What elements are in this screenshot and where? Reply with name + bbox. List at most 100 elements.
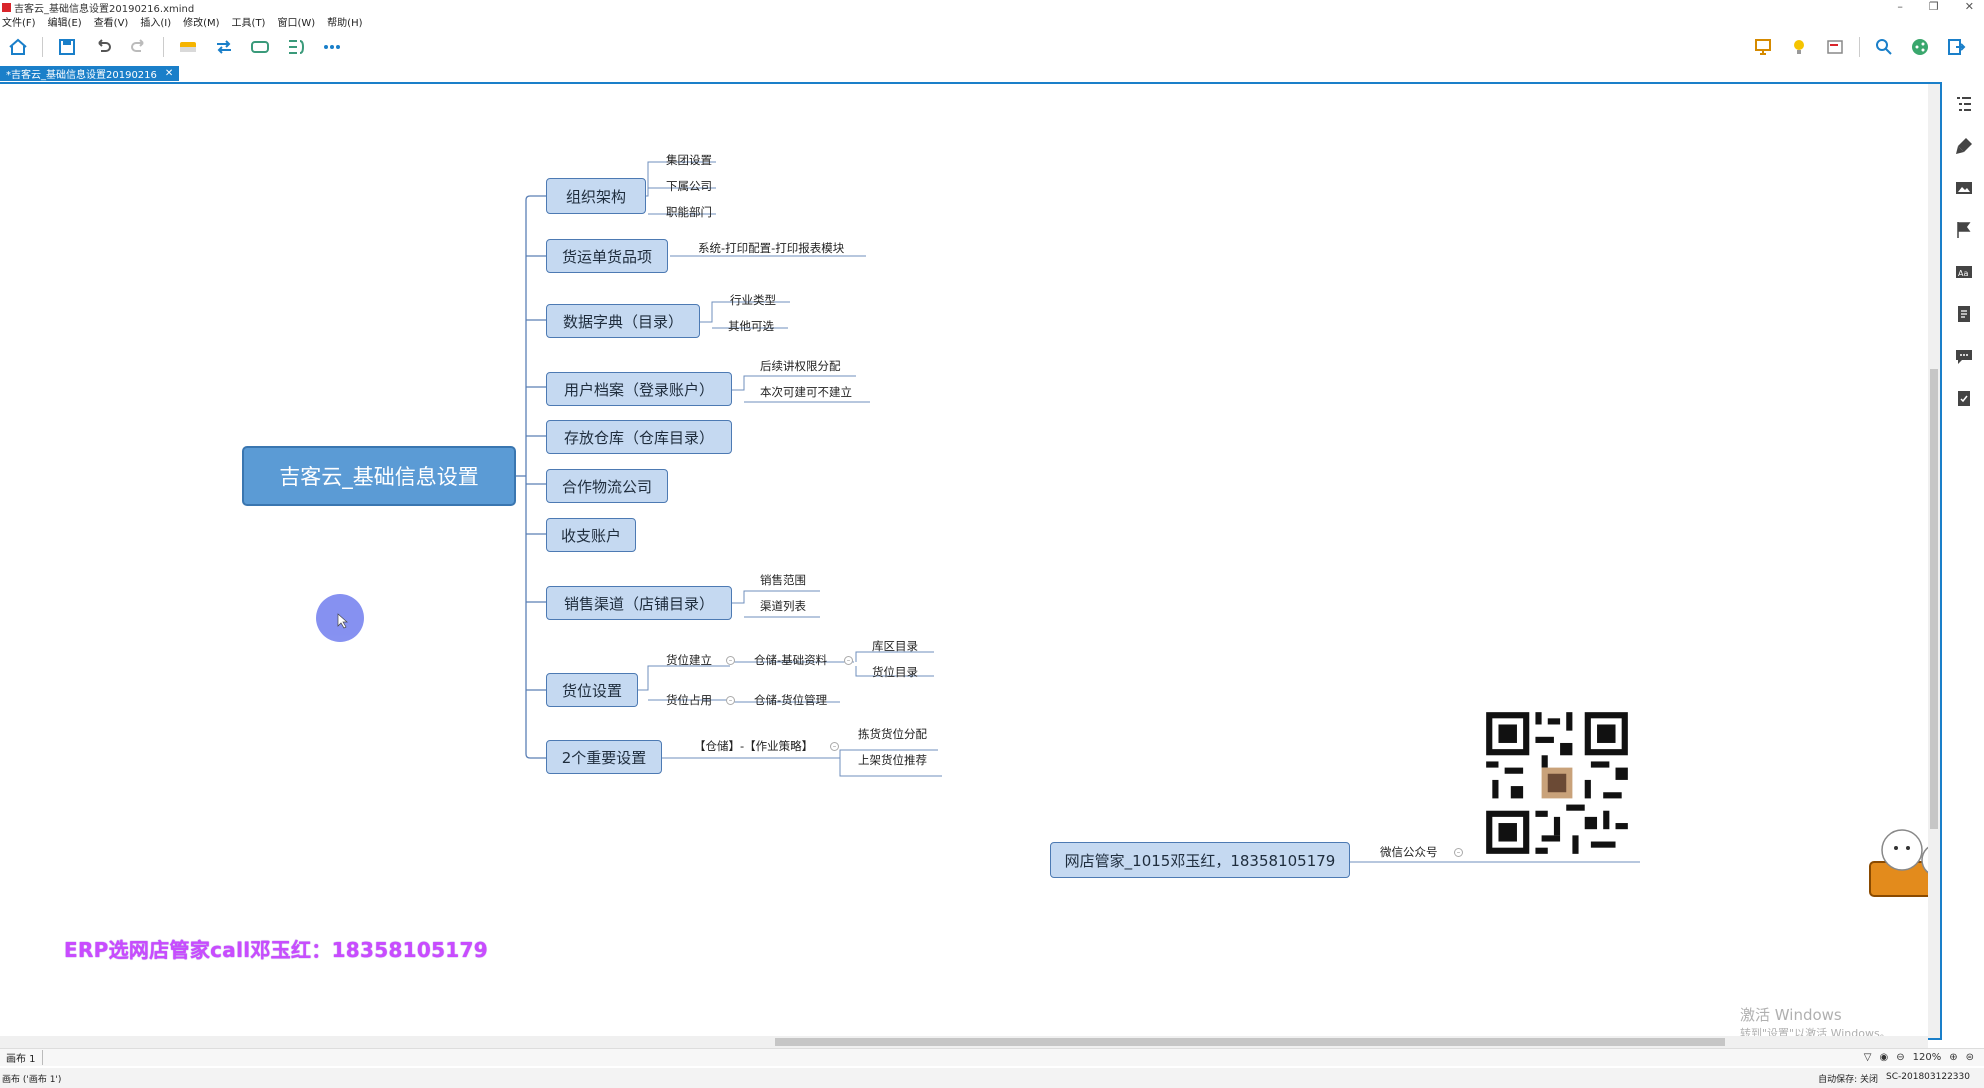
gantt-button[interactable] bbox=[1821, 33, 1849, 61]
subtopic-strategy[interactable]: 【仓储】-【作业策略】 bbox=[694, 739, 814, 753]
menu-file[interactable]: 文件(F) bbox=[2, 18, 36, 29]
topic-payment-accounts[interactable]: 收支账户 bbox=[546, 518, 636, 552]
subtopic-location-occupy[interactable]: 货位占用 bbox=[666, 693, 712, 707]
save-button[interactable] bbox=[53, 33, 81, 61]
share-icon bbox=[1912, 39, 1928, 55]
vertical-scroll-thumb[interactable] bbox=[1930, 369, 1938, 829]
menu-modify[interactable]: 修改(M) bbox=[183, 18, 220, 29]
more-button[interactable] bbox=[318, 33, 346, 61]
subtopic-sales-scope[interactable]: 销售范围 bbox=[760, 573, 806, 587]
document-tab[interactable]: *吉客云_基础信息设置20190216 ✕ bbox=[0, 66, 180, 81]
collapse-icon[interactable]: – bbox=[726, 696, 735, 705]
subtopic-other-options[interactable]: 其他可选 bbox=[728, 319, 774, 333]
topic-user-accounts[interactable]: 用户档案（登录账户） bbox=[546, 372, 732, 406]
svg-text:Aa: Aa bbox=[1958, 269, 1968, 278]
topic-data-dictionary[interactable]: 数据字典（目录） bbox=[546, 304, 700, 338]
export-button[interactable] bbox=[1942, 33, 1970, 61]
relationship-button[interactable] bbox=[210, 33, 238, 61]
collapse-icon[interactable]: – bbox=[726, 656, 735, 665]
image-icon[interactable] bbox=[1954, 178, 1974, 198]
toolbar-separator bbox=[42, 37, 43, 57]
font-icon[interactable]: Aa bbox=[1954, 262, 1974, 282]
right-side-panel: Aa bbox=[1944, 82, 1984, 1040]
toolbar-separator bbox=[1859, 37, 1860, 57]
promo-text: ERP选网店管家call邓玉红：18358105179 bbox=[64, 938, 488, 962]
autosave-status[interactable]: 自动保存: 关闭 bbox=[1818, 1075, 1879, 1085]
sheet-tab[interactable]: 画布 1 bbox=[0, 1050, 43, 1065]
notes-icon[interactable] bbox=[1954, 304, 1974, 324]
horizontal-scroll-thumb[interactable] bbox=[775, 1038, 1725, 1046]
floating-topic-contact[interactable]: 网店管家_1015邓玉红，18358105179 bbox=[1050, 842, 1350, 878]
topic-sales-channels[interactable]: 销售渠道（店铺目录） bbox=[546, 586, 732, 620]
menu-help[interactable]: 帮助(H) bbox=[327, 18, 363, 29]
close-tab-icon[interactable]: ✕ bbox=[164, 68, 174, 79]
subtopic-putaway-recommendation[interactable]: 上架货位推荐 bbox=[858, 753, 927, 767]
subtopic-zone-list[interactable]: 库区目录 bbox=[872, 639, 918, 653]
marker-flag-icon[interactable] bbox=[1954, 220, 1974, 240]
subtopic-group-settings[interactable]: 集团设置 bbox=[666, 153, 712, 167]
redo-button[interactable] bbox=[125, 33, 153, 61]
zoom-in-button[interactable]: ⊕ bbox=[1949, 1051, 1958, 1063]
menu-insert[interactable]: 插入(I) bbox=[140, 18, 172, 29]
gantt-icon bbox=[1827, 40, 1843, 54]
close-window-button[interactable]: ✕ bbox=[1964, 0, 1974, 13]
format-brush-icon[interactable] bbox=[1954, 136, 1974, 156]
topic-logistics-partners[interactable]: 合作物流公司 bbox=[546, 469, 668, 503]
collapse-icon[interactable]: – bbox=[844, 656, 853, 665]
mindmap-canvas[interactable]: 吉客云_基础信息设置 组织架构 货运单货品项 数据字典（目录） 用户档案（登录账… bbox=[0, 82, 1942, 1040]
subtopic-departments[interactable]: 职能部门 bbox=[666, 205, 712, 219]
subtopic-industry-type[interactable]: 行业类型 bbox=[730, 293, 776, 307]
filter-icon[interactable]: ▽ bbox=[1863, 1051, 1872, 1063]
subtopic-picking-allocation[interactable]: 拣货货位分配 bbox=[858, 727, 927, 741]
subtopic-subsidiaries[interactable]: 下属公司 bbox=[666, 179, 712, 193]
topic-location-settings[interactable]: 货位设置 bbox=[546, 673, 638, 707]
menu-window[interactable]: 窗口(W) bbox=[277, 18, 316, 29]
search-icon bbox=[1876, 39, 1892, 55]
fit-icon[interactable]: ⊜ bbox=[1965, 1051, 1974, 1063]
minimize-button[interactable]: – bbox=[1897, 0, 1903, 13]
summary-button[interactable] bbox=[282, 33, 310, 61]
topic-waybill-items[interactable]: 货运单货品项 bbox=[546, 239, 668, 273]
subtopic-location-management[interactable]: 仓储-货位管理 bbox=[754, 693, 828, 707]
subtopic-permission-later[interactable]: 后续讲权限分配 bbox=[760, 359, 841, 373]
search-button[interactable] bbox=[1870, 33, 1898, 61]
topic-warehouse[interactable]: 存放仓库（仓库目录） bbox=[546, 420, 732, 454]
subtopic-wechat[interactable]: 微信公众号 bbox=[1380, 845, 1438, 859]
toolbar-separator bbox=[163, 37, 164, 57]
subtopic-print-config[interactable]: 系统-打印配置-打印报表模块 bbox=[698, 241, 845, 255]
subtopic-channel-list[interactable]: 渠道列表 bbox=[760, 599, 806, 613]
brainstorm-button[interactable] bbox=[1785, 33, 1813, 61]
task-clipboard-icon[interactable] bbox=[1954, 388, 1974, 408]
toolbar bbox=[0, 30, 1984, 64]
presentation-button[interactable] bbox=[1749, 33, 1777, 61]
topic-org-structure[interactable]: 组织架构 bbox=[546, 178, 646, 214]
subtopic-storage-basics[interactable]: 仓储-基础资料 bbox=[754, 653, 828, 667]
menu-tools[interactable]: 工具(T) bbox=[231, 18, 266, 29]
menu-view[interactable]: 查看(V) bbox=[93, 18, 129, 29]
horizontal-scrollbar[interactable] bbox=[0, 1036, 1928, 1048]
boundary-button[interactable] bbox=[246, 33, 274, 61]
comment-icon[interactable] bbox=[1954, 346, 1974, 366]
zoom-out-button[interactable]: ⊖ bbox=[1896, 1051, 1905, 1063]
central-topic[interactable]: 吉客云_基础信息设置 bbox=[242, 446, 516, 506]
vertical-scrollbar[interactable] bbox=[1928, 84, 1940, 1038]
collapse-icon[interactable]: – bbox=[830, 742, 839, 751]
status-left: 画布 ('画布 1') bbox=[2, 1074, 62, 1085]
topic-important-settings[interactable]: 2个重要设置 bbox=[546, 740, 662, 774]
undo-button[interactable] bbox=[89, 33, 117, 61]
sheet-tab-bar: 画布 1 bbox=[0, 1048, 1984, 1066]
subtopic-location-create[interactable]: 货位建立 bbox=[666, 653, 712, 667]
window-controls: – ❐ ✕ bbox=[1897, 0, 1974, 13]
outline-icon[interactable] bbox=[1954, 94, 1974, 114]
subtopic-location-list[interactable]: 货位目录 bbox=[872, 665, 918, 679]
restore-button[interactable]: ❐ bbox=[1928, 0, 1939, 13]
eye-icon[interactable]: ◉ bbox=[1879, 1051, 1889, 1063]
subtopic-optional-create[interactable]: 本次可建可不建立 bbox=[760, 385, 852, 399]
topic-button[interactable] bbox=[174, 33, 202, 61]
home-button[interactable] bbox=[4, 33, 32, 61]
share-button[interactable] bbox=[1906, 33, 1934, 61]
menu-bar: 文件(F) 编辑(E) 查看(V) 插入(I) 修改(M) 工具(T) 窗口(W… bbox=[0, 14, 363, 29]
presentation-icon bbox=[1755, 39, 1771, 55]
menu-edit[interactable]: 编辑(E) bbox=[47, 18, 82, 29]
collapse-icon[interactable]: – bbox=[1454, 848, 1463, 857]
